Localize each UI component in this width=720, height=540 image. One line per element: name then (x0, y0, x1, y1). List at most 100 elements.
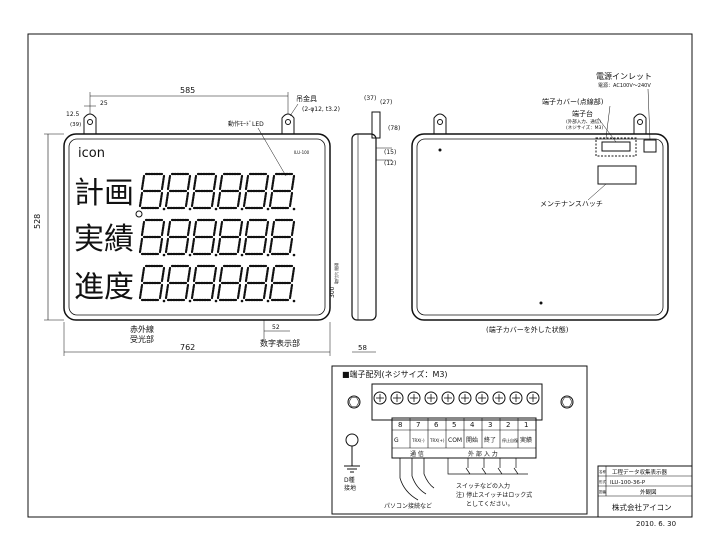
label-hanger-spec: (2-φ12, t3.2) (302, 106, 340, 113)
led-dot (266, 299, 270, 303)
terminal-name: COM (448, 437, 462, 444)
led-dot (188, 253, 192, 257)
led-segment (138, 191, 144, 208)
led-digit (242, 218, 270, 257)
led-digit (138, 172, 166, 211)
hanger-right-hole (285, 119, 291, 125)
led-segment (164, 191, 170, 208)
terminal-name: TRX(-) (411, 438, 425, 443)
led-segment (184, 283, 190, 300)
led-dot (162, 207, 166, 211)
dim-15-label: (15) (384, 149, 396, 156)
screw-dot (539, 301, 543, 305)
digits-row-plan (138, 172, 296, 211)
ground-label: D種 (344, 476, 355, 484)
back-caption: (端子カバーを外した状態) (486, 325, 569, 334)
terminal-name: 開始 (466, 436, 478, 444)
row-label-actual: 実績 (74, 222, 134, 257)
led-dot (162, 253, 166, 257)
led-dot (240, 299, 244, 303)
led-segment (218, 220, 224, 237)
terminal-detail: ■端子配列(ネジサイズ：M3) 8G7TRX(-)6TRX(+)5COM4開始3… (331, 365, 588, 515)
screw-dot (438, 148, 442, 152)
led-segment (288, 237, 294, 254)
terminal-name: 停止自復 (502, 437, 518, 443)
led-segment (264, 266, 270, 283)
led-segment (140, 266, 146, 283)
ground-label2: 接地 (344, 484, 356, 492)
side-view: (37) (27) (78) (15) (12) 58 (351, 95, 400, 353)
led-segment (160, 220, 166, 237)
row-label-progress: 進度 (74, 270, 134, 305)
led-segment (288, 191, 294, 208)
label-ir2: 受光部 (130, 334, 154, 344)
terminal-block (371, 383, 543, 421)
title-row2-label: 形式 (599, 479, 607, 484)
dim-58-label: 58 (358, 344, 367, 352)
switch-note3: としてください。 (466, 501, 514, 508)
terminal-title: ■端子配列(ネジサイズ：M3) (342, 369, 448, 379)
led-digit (190, 172, 218, 211)
led-dot (240, 253, 244, 257)
led-segment (140, 174, 146, 191)
terminal-screw (441, 391, 455, 405)
led-dot (240, 207, 244, 211)
switch-contacts (465, 467, 519, 475)
terminal-number: 5 (452, 421, 456, 429)
title-row1-label: 名称 (599, 469, 607, 474)
leader-line (597, 117, 617, 143)
led-segment (184, 191, 190, 208)
dim-585-label: 585 (180, 86, 195, 95)
mount-screw-hex (561, 397, 573, 407)
led-segment (192, 174, 198, 191)
title-name: 工程データ収集表示器 (612, 468, 668, 476)
front-case-inner (68, 138, 326, 316)
side-hanger (371, 111, 381, 139)
side-case (351, 133, 377, 321)
title-drawing: 外観図 (640, 488, 657, 496)
terminal-screws (373, 391, 540, 405)
label-power: 電源インレット (596, 72, 652, 81)
mount-screw-hex (348, 397, 360, 407)
terminal-block-back (601, 141, 631, 152)
led-segment (186, 174, 192, 191)
led-segment (238, 174, 244, 191)
title-block-frame (597, 465, 693, 518)
leader-line (605, 105, 611, 139)
label-power-spec: 電源：AC100V～240V (598, 82, 651, 89)
led-segment (268, 283, 274, 300)
led-dot (188, 299, 192, 303)
led-digit (164, 218, 192, 257)
leader-line (587, 183, 607, 201)
led-segment (210, 283, 216, 300)
led-segment (158, 237, 164, 254)
pc-cable (399, 458, 435, 501)
label-maint: メンテナンスハッチ (540, 200, 603, 208)
led-segment (166, 220, 172, 237)
group-comm-label: 通 信 (410, 450, 424, 458)
dim-52-label: 52 (272, 324, 280, 331)
dim-25-label: 25 (100, 100, 108, 107)
led-dot (292, 253, 296, 257)
terminal-screw (458, 391, 472, 405)
led-digit (216, 218, 244, 257)
led-digit (268, 218, 296, 257)
led-segment (270, 266, 276, 283)
title-date: 2010. 6. 30 (636, 520, 676, 528)
led-digit (216, 172, 244, 211)
led-segment (212, 220, 218, 237)
led-dot (214, 253, 218, 257)
led-dot (214, 207, 218, 211)
led-segment (212, 266, 218, 283)
led-segment (244, 266, 250, 283)
hanger-hole (637, 119, 643, 125)
ir-receiver (135, 210, 143, 218)
led-digit (242, 264, 270, 303)
dim-39-label: (39) (70, 122, 81, 128)
led-digit (268, 264, 296, 303)
led-segment (184, 237, 190, 254)
label-terminal-spec1: (外部入力、通信) (566, 118, 601, 125)
led-segment (190, 237, 196, 254)
title-company: 株式会社アイコン (612, 502, 672, 512)
